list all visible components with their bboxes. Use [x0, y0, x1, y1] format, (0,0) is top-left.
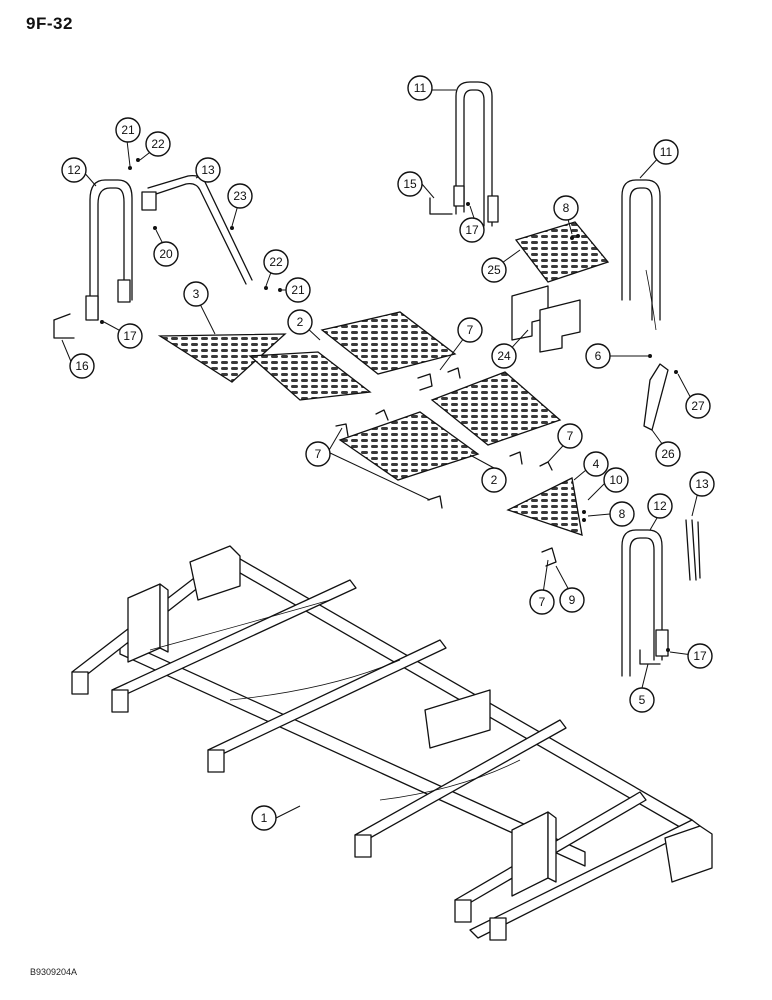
- grating-panel-2-rear: [320, 311, 457, 375]
- svg-text:26: 26: [661, 447, 675, 461]
- callout: 9: [559, 587, 585, 613]
- svg-text:12: 12: [653, 499, 667, 513]
- svg-text:17: 17: [123, 329, 137, 343]
- u-bolt-15: [429, 197, 453, 215]
- svg-text:24: 24: [497, 349, 511, 363]
- svg-text:7: 7: [467, 323, 474, 337]
- callout: 7: [305, 441, 331, 467]
- svg-text:23: 23: [233, 189, 247, 203]
- svg-text:2: 2: [491, 473, 498, 487]
- grating-panel-2-left: [248, 351, 372, 401]
- u-bolt-5: [639, 649, 661, 665]
- step-tread-25: [514, 221, 610, 283]
- callout: 11: [653, 139, 679, 165]
- callout: 20: [153, 241, 179, 267]
- handrail-11-right: [621, 179, 661, 331]
- figure-code: B9309204A: [30, 967, 78, 977]
- svg-text:11: 11: [660, 145, 673, 159]
- svg-text:17: 17: [693, 649, 707, 663]
- svg-text:13: 13: [695, 477, 709, 491]
- grating-panel-2-center: [338, 411, 480, 481]
- svg-text:21: 21: [121, 123, 135, 137]
- svg-text:1: 1: [261, 811, 268, 825]
- callout: 4: [583, 451, 609, 477]
- svg-text:6: 6: [595, 349, 602, 363]
- svg-text:4: 4: [593, 457, 600, 471]
- callout: 12: [61, 157, 87, 183]
- clip-7: [335, 367, 557, 567]
- callout: 2: [481, 467, 507, 493]
- svg-text:12: 12: [67, 163, 81, 177]
- callout: 21: [285, 277, 311, 303]
- callout: 1: [251, 805, 277, 831]
- callout: 25: [481, 257, 507, 283]
- callout: 5: [629, 687, 655, 713]
- svg-text:22: 22: [151, 137, 165, 151]
- svg-text:8: 8: [563, 201, 570, 215]
- callout: 6: [585, 343, 611, 369]
- svg-text:5: 5: [639, 693, 646, 707]
- callout: 3: [183, 281, 209, 307]
- callout: 24: [491, 343, 517, 369]
- callout: 26: [655, 441, 681, 467]
- svg-text:20: 20: [159, 247, 173, 261]
- callout: 8: [553, 195, 579, 221]
- svg-text:22: 22: [269, 255, 283, 269]
- svg-text:7: 7: [315, 447, 322, 461]
- grating-panel-2-right: [430, 371, 562, 446]
- callout: 7: [529, 589, 555, 615]
- callout: 17: [687, 643, 713, 669]
- svg-text:16: 16: [75, 359, 89, 373]
- main-frame: [71, 545, 713, 941]
- callout: 23: [227, 183, 253, 209]
- svg-text:10: 10: [609, 473, 623, 487]
- callout: 13: [689, 471, 715, 497]
- callout: 17: [459, 217, 485, 243]
- callout: 27: [685, 393, 711, 419]
- svg-text:7: 7: [539, 595, 546, 609]
- svg-text:2: 2: [297, 315, 304, 329]
- svg-text:9: 9: [569, 593, 576, 607]
- callout: 13: [195, 157, 221, 183]
- callout: 15: [397, 171, 423, 197]
- svg-text:27: 27: [691, 399, 705, 413]
- svg-text:17: 17: [465, 223, 479, 237]
- handrail-12-right: [621, 529, 669, 677]
- brace-26: [643, 363, 669, 431]
- svg-text:15: 15: [403, 177, 417, 191]
- hardware-dots: [100, 158, 678, 652]
- brace-13-loose: [685, 519, 701, 581]
- callout: 21: [115, 117, 141, 143]
- callout: 12: [647, 493, 673, 519]
- step-bracket-24: [511, 285, 581, 353]
- u-bolt-16: [53, 313, 75, 339]
- svg-text:21: 21: [291, 283, 305, 297]
- svg-text:13: 13: [201, 163, 215, 177]
- callout: 11: [407, 75, 433, 101]
- callout: 22: [145, 131, 171, 157]
- callout: 10: [603, 467, 629, 493]
- brace-13: [141, 174, 253, 285]
- page-title: 9F-32: [26, 14, 73, 33]
- callout: 22: [263, 249, 289, 275]
- svg-text:25: 25: [487, 263, 501, 277]
- svg-text:7: 7: [567, 429, 574, 443]
- callout: 7: [557, 423, 583, 449]
- grating-panel-4: [506, 477, 583, 536]
- callout: 2: [287, 309, 313, 335]
- handrail-11-top: [453, 81, 499, 227]
- callout: 7: [457, 317, 483, 343]
- callout: 17: [117, 323, 143, 349]
- callout: 8: [609, 501, 635, 527]
- handrail-12-left: [85, 179, 133, 321]
- svg-text:3: 3: [193, 287, 200, 301]
- svg-text:8: 8: [619, 507, 626, 521]
- callout: 16: [69, 353, 95, 379]
- svg-text:11: 11: [414, 81, 427, 95]
